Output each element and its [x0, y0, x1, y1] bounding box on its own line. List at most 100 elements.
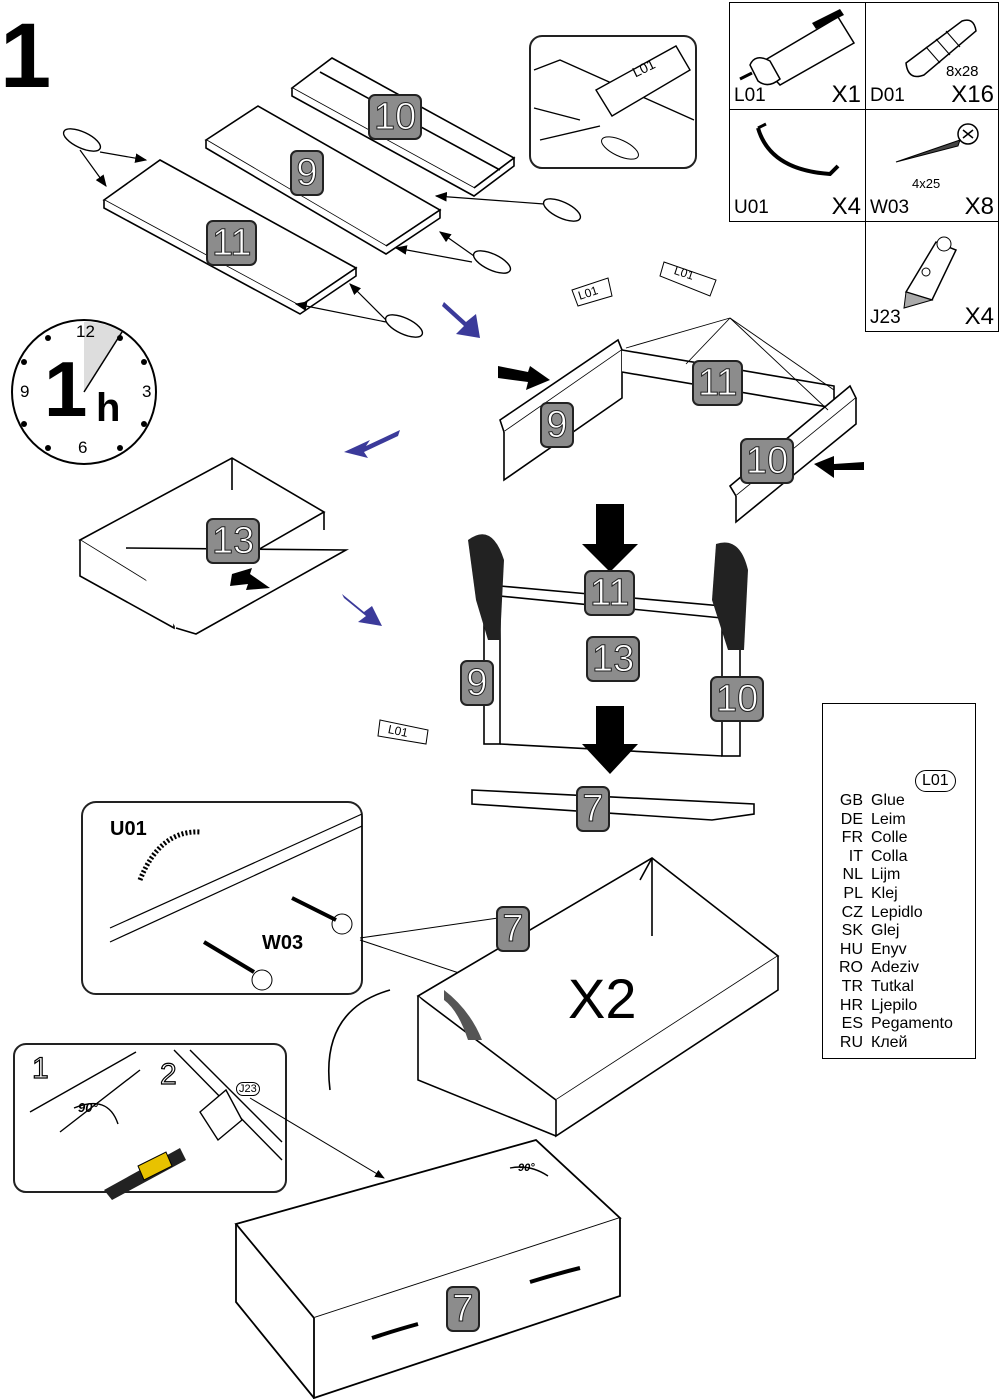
language-word: Pegamento — [871, 1015, 953, 1033]
language-code: RO — [839, 959, 863, 977]
part-badge-11: 11 — [206, 220, 258, 266]
language-word: Glue — [871, 792, 905, 809]
language-word: Leim — [871, 810, 906, 828]
part-badge-11: 11 — [692, 360, 744, 406]
language-code: FR — [841, 829, 863, 847]
part-badge-9: 9 — [460, 660, 494, 706]
part-badge-7: 7 — [496, 906, 530, 952]
glue-language-row: TR Tutkal — [831, 978, 914, 995]
quantity-x2: X2 — [568, 967, 637, 1030]
part-code: W03 — [870, 197, 910, 218]
part-badge-10: 10 — [368, 94, 423, 140]
language-code: NL — [842, 866, 863, 884]
language-word: Adeziv — [871, 959, 920, 977]
clock-hours: 1 — [44, 345, 88, 433]
hand-left — [468, 534, 504, 640]
substep-2: 2 — [159, 1057, 177, 1091]
language-word: Lepidlo — [871, 903, 923, 921]
handle-icon — [756, 122, 840, 177]
push-arrow — [230, 568, 270, 590]
part-badge-10: 10 — [740, 438, 795, 484]
push-arrow — [814, 456, 864, 478]
part-cell-l01: L01 X1 — [729, 2, 866, 110]
parts-table: L01 X1 8x28 D01 X16 U01 X4 — [729, 2, 999, 332]
glue-inset — [529, 35, 697, 169]
part-badge-13: 13 — [206, 518, 261, 564]
language-word: Colla — [871, 847, 908, 865]
part-badge-10: 10 — [710, 676, 765, 722]
glue-language-row: PL Klej — [831, 885, 898, 902]
language-word: Enyv — [871, 940, 907, 958]
part-code: U01 — [734, 197, 769, 218]
glue-language-row: RU Клей — [831, 1034, 908, 1051]
part-badge-11: 11 — [584, 570, 636, 616]
part-cell-j23: J23 X4 — [865, 221, 999, 332]
handle-code-label: U01 — [110, 818, 147, 840]
screw-code-label: W03 — [262, 932, 304, 954]
part-badge-7: 7 — [446, 1286, 480, 1332]
glue-tube-icon — [739, 9, 856, 86]
language-word: Glej — [871, 922, 900, 940]
angle-label: 90° — [78, 1100, 98, 1115]
language-word: Клей — [871, 1033, 908, 1051]
language-word: Ljepilo — [871, 996, 918, 1014]
down-arrow — [582, 706, 638, 774]
language-code: PL — [843, 885, 863, 902]
drawer-base-assembly — [78, 457, 350, 635]
push-arrow — [498, 366, 550, 390]
part-qty: X1 — [831, 81, 861, 108]
glue-language-row: HU Enyv — [831, 941, 907, 958]
part-badge-9: 9 — [540, 402, 574, 448]
language-code: TR — [841, 978, 863, 995]
part-badge-13: 13 — [586, 636, 641, 682]
glue-tag: L01 — [915, 770, 956, 792]
hand-right — [712, 542, 748, 650]
part-cell-w03: 4x25 W03 X8 — [865, 109, 999, 222]
part-qty: X4 — [964, 303, 994, 330]
bracket-icon — [903, 236, 958, 309]
dowels — [62, 128, 582, 338]
clock-icon — [11, 319, 157, 465]
language-code: RU — [839, 1033, 863, 1051]
glue-language-row: HR Ljepilo — [831, 997, 917, 1014]
clock-6: 6 — [78, 438, 88, 457]
language-code: ES — [841, 1015, 863, 1033]
blue-arrows — [342, 302, 480, 626]
part-badge-9: 9 — [290, 150, 324, 196]
part-qty: X4 — [831, 193, 861, 220]
part-code: D01 — [870, 85, 905, 106]
down-arrow — [582, 504, 638, 572]
angle-label: 90° — [518, 1162, 535, 1174]
clock-9: 9 — [20, 382, 30, 401]
part-code: J23 — [870, 307, 901, 328]
language-word: Klej — [871, 885, 898, 902]
bracket-code-tag: J23 — [236, 1082, 260, 1096]
part-code: L01 — [734, 85, 766, 106]
drawer-final — [234, 1138, 622, 1399]
glue-lines — [625, 317, 835, 411]
part-qty: X16 — [951, 81, 994, 108]
glue-language-row: DE Leim — [831, 811, 906, 828]
part-size: 8x28 — [946, 63, 979, 80]
glue-language-row: FR Colle — [831, 829, 908, 847]
dowel-icon — [905, 19, 977, 78]
part-qty: X8 — [964, 193, 994, 220]
step-number: 1 — [0, 5, 52, 107]
language-code: DE — [840, 810, 863, 828]
screw-icon — [895, 123, 979, 163]
language-code: HR — [839, 996, 863, 1014]
part-cell-d01: 8x28 D01 X16 — [865, 2, 999, 110]
language-word: Colle — [871, 829, 908, 847]
clock-unit: h — [96, 386, 121, 430]
clock-12: 12 — [76, 322, 95, 341]
drawer-open-assembly — [416, 857, 780, 1138]
language-code: HU — [839, 940, 863, 958]
language-word: Tutkal — [871, 978, 914, 995]
